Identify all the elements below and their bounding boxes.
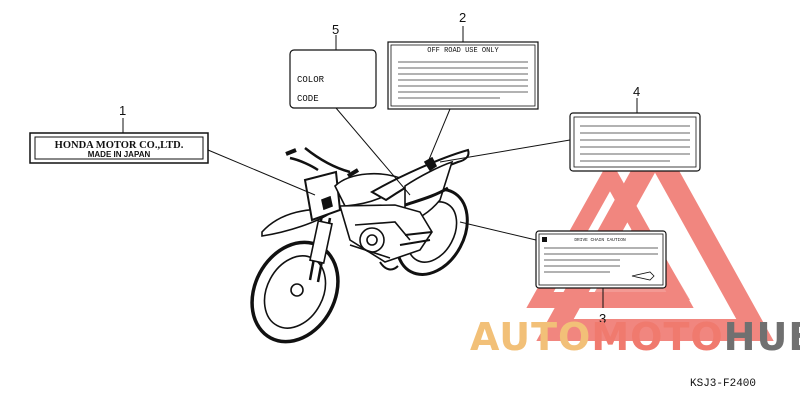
- label-1-line1: HONDA MOTOR CO.,LTD.: [55, 140, 184, 151]
- motorcycle-drawing: [250, 147, 470, 344]
- label-1-line2: MADE IN JAPAN: [88, 150, 151, 159]
- watermark-text: AUTOMOTOHUB: [470, 318, 800, 356]
- leader-lines: [122, 26, 638, 308]
- watermark-part-hub: HUB: [723, 315, 800, 359]
- label-5-line1: COLOR: [297, 75, 325, 85]
- callout-4: 4: [633, 84, 641, 99]
- label-4-plate: [569, 112, 701, 172]
- watermark-part-auto: AUTO: [470, 315, 592, 359]
- label-1-plate: HONDA MOTOR CO.,LTD. MADE IN JAPAN: [29, 132, 209, 164]
- callout-3: 3: [599, 311, 607, 326]
- label-2-plate: OFF ROAD USE ONLY: [387, 41, 539, 110]
- watermark-part-moto: MOTO: [591, 315, 724, 359]
- label-3-plate: DRIVE CHAIN CAUTION: [535, 230, 667, 289]
- label-3-title: DRIVE CHAIN CAUTION: [574, 237, 626, 243]
- label-5-plate: COLOR CODE: [289, 49, 377, 109]
- label-5-line2: CODE: [297, 94, 319, 104]
- diagram-code: KSJ3-F2400: [690, 378, 757, 390]
- label-2-title: OFF ROAD USE ONLY: [427, 47, 499, 55]
- callout-5: 5: [332, 22, 340, 37]
- callout-1: 1: [119, 103, 127, 118]
- callout-2: 2: [459, 10, 467, 25]
